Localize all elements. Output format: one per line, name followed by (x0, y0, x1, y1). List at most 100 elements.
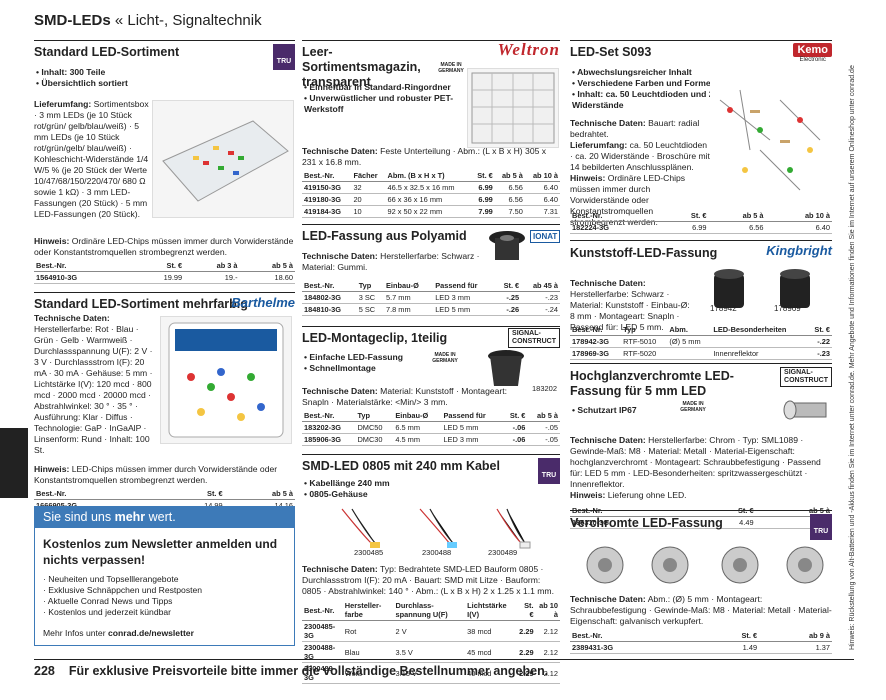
product-image-chrome-holder (782, 391, 832, 427)
feature-list: Einfache LED-Fassung Schnellmontage (304, 352, 403, 374)
note: Hinweis: Ordinäre LED-Chips müssen immer… (34, 236, 294, 257)
product-image-assortment-box (152, 100, 294, 218)
technical-data: Technische Daten: Abm.: (Ø) 5 mm · Monta… (570, 594, 832, 626)
promo-item: · Neuheiten und Topselllerangebote (43, 574, 179, 584)
technical-data: Technische Daten: Material: Kunststoff ·… (302, 386, 508, 407)
product-smd-led-0805: SMD-LED 0805 mit 240 mm Kabel TRU Kabell… (302, 454, 560, 690)
feature-item: Kabellänge 240 mm (304, 478, 389, 489)
product-led-montageclip: LED-Montageclip, 1teilig SIGNAL-CONSTRUC… (302, 326, 560, 450)
product-image-rubber-grommet (487, 228, 527, 264)
feature-list: Einheftbar in Standard-Ringordner Unverw… (304, 82, 464, 115)
tru-logo: TRU (810, 514, 832, 540)
feature-list: Schutzart IP67 (572, 405, 636, 416)
scope-of-delivery: Lieferumfang: Sortimentsbox · 3 mm LEDs … (34, 99, 149, 219)
newsletter-promo: Sie sind uns mehr wert. Kostenlos zum Ne… (34, 506, 295, 646)
signal-construct-logo: SIGNAL-CONSTRUCT (780, 367, 832, 387)
kingbright-logo: Kingbright (766, 243, 832, 258)
side-note: Hinweis: Rückstellung von Alt-Batterien … (849, 65, 856, 650)
footer-text: Für exklusive Preisvorteile bitte immer … (68, 664, 549, 678)
product-verchromte-led-fassung: Verchromte LED-Fassung TRU Technische Da… (570, 510, 832, 690)
product-image-chrome-fittings (580, 540, 830, 590)
product-kunststoff-led-fassung: Kunststoff-LED-Fassung Kingbright Techni… (570, 240, 832, 360)
feature-item: Verschiedene Farben und Formen (572, 78, 732, 89)
made-in-germany-badge: MADE IN GERMANY (438, 62, 464, 74)
technical-data: Technische Daten: Typ: Bedrahtete SMD-LE… (302, 564, 554, 596)
technical-data: Technische Daten: Herstellerfarbe: Chrom… (570, 435, 821, 500)
feature-item: 0805-Gehäuse (304, 489, 390, 500)
product-leer-sortimentsmagazin: Leer-Sortimentsmagazin, transparent Welt… (302, 40, 560, 220)
promo-item: · Aktuelle Conrad News und Tipps (43, 596, 173, 606)
page-number: 228 (34, 664, 55, 678)
promo-item: · Exklusive Schnäppchen und Restposten (43, 585, 203, 595)
product-image-led-set (710, 80, 832, 208)
promo-item: · Kostenlos und jederzeit kündbar (43, 607, 172, 617)
product-title: LED-Fassung aus Polyamid (302, 229, 467, 243)
product-title: LED-Montageclip, 1teilig (302, 331, 448, 345)
product-image-led-pack (160, 316, 292, 444)
product-title: LED-Set S093 (570, 45, 652, 59)
promo-more: Mehr Infos unter conrad.de/newsletter (43, 628, 194, 638)
product-title: Standard LED-Sortiment mehrfarbig (34, 297, 248, 311)
image-label: 2300488 (422, 548, 452, 557)
technical-data: Technische Daten: Herstellerfarbe: Schwa… (302, 251, 480, 272)
technical-data: Technische Daten: Herstellerfarbe: Rot ·… (34, 313, 153, 455)
feature-list: Kabellänge 240 mm 0805-Gehäuse (304, 478, 390, 500)
feature-item: Übersichtlich sortiert (36, 78, 127, 89)
product-standard-led-sortiment: Standard LED-Sortiment TRU Inhalt: 300 T… (34, 40, 295, 284)
note: Hinweis: LED-Chips müssen immer durch Vo… (34, 464, 278, 485)
feature-item: Inhalt: 300 Teile (36, 67, 128, 78)
product-title: SMD-LED 0805 mit 240 mm Kabel (302, 459, 500, 473)
product-title: Kunststoff-LED-Fassung (570, 246, 718, 260)
product-title: Standard LED-Sortiment (34, 45, 180, 59)
signal-construct-logo: SIGNAL-CONSTRUCT (508, 328, 560, 348)
image-label: 178942 (710, 304, 737, 313)
newsletter-link[interactable]: conrad.de/newsletter (107, 628, 194, 638)
page-footer: 228 Für exklusive Preisvorteile bitte imm… (34, 659, 854, 678)
product-image-magazine (467, 68, 559, 148)
promo-title: Kostenlos zum Newsletter anmelden und ni… (43, 537, 278, 567)
made-in-germany-badge: MADE IN GERMANY (432, 352, 458, 364)
product-led-fassung-polyamid: LED-Fassung aus Polyamid IONAT Technisch… (302, 224, 561, 322)
feature-item: Unverwüstlicher und robuster PET-Werksto… (304, 93, 464, 115)
feature-item: Schnellmontage (304, 363, 403, 374)
weltron-logo: Weltron (497, 40, 560, 59)
product-image-clip (482, 348, 530, 388)
product-led-sortiment-mehrfarbig: Standard LED-Sortiment mehrfarbig Barthe… (34, 292, 295, 512)
promo-list: · Neuheiten und Topselllerangebote · Exk… (43, 574, 286, 618)
image-label: 2300489 (488, 548, 518, 557)
product-title: Verchromte LED-Fassung (570, 516, 723, 530)
feature-item: Inhalt: ca. 50 Leuchtdioden und 20 Wider… (572, 89, 732, 111)
feature-list: Abwechslungsreicher Inhalt Verschiedene … (572, 67, 732, 111)
feature-item: Schutzart IP67 (572, 405, 636, 416)
page-header: SMD-LEDs « Licht-, Signaltechnik (34, 12, 262, 29)
feature-item: Einfache LED-Fassung (304, 352, 403, 363)
ionat-logo: IONAT (530, 230, 561, 243)
image-label: 2300485 (354, 548, 384, 557)
barthelme-logo: Barthelme (231, 295, 295, 310)
